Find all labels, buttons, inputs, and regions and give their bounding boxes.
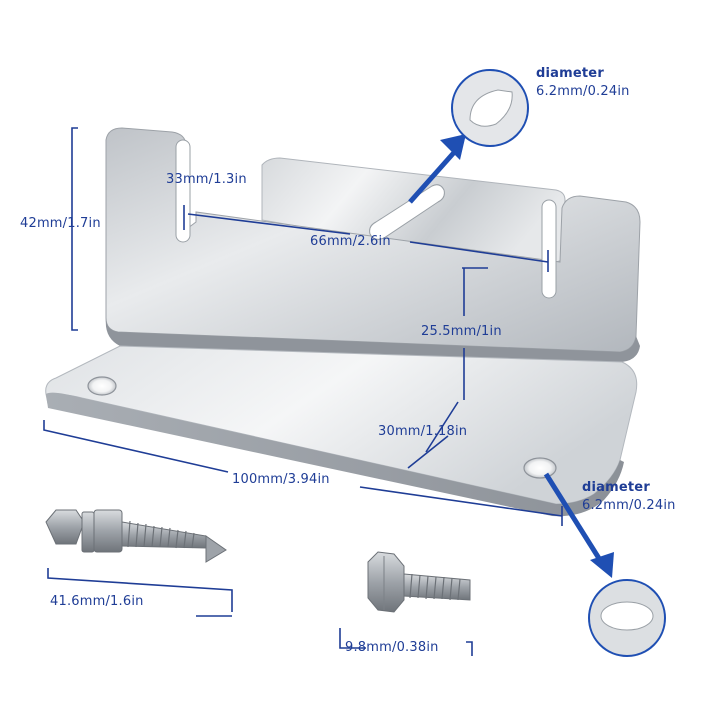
bottom-callout-title: diameter [582, 480, 650, 495]
height-label: 42mm/1.7in [20, 216, 101, 231]
screw-length-label: 41.6mm/1.6in [50, 594, 144, 609]
callout-circle-bottom [588, 579, 666, 657]
callout-arrows [408, 134, 614, 578]
total-length-label: 100mm/3.94in [232, 472, 330, 487]
screw-threads [127, 520, 195, 549]
dimension-lines [43, 127, 563, 656]
right-slot [541, 199, 557, 299]
self-drilling-screw [45, 509, 227, 563]
callout-circle-top [451, 69, 529, 147]
back-height-label: 25.5mm/1in [421, 324, 502, 339]
base-depth-label: 30mm/1.18in [378, 424, 468, 439]
arrow-head-bottom [590, 552, 614, 578]
front-plate [105, 127, 641, 353]
left-slot [175, 139, 191, 243]
top-slot [369, 184, 445, 240]
arrow-head-top [440, 134, 466, 160]
slot-width-label: 33mm/1.3in [166, 172, 247, 187]
top-callout-title: diameter [536, 66, 604, 81]
inner-length-label: 66mm/2.6in [310, 234, 391, 249]
bolt-threads [409, 573, 461, 601]
base-hole-right [523, 457, 557, 479]
bend-edge [105, 318, 641, 362]
base-hole-left [87, 376, 117, 396]
bolt-length-label: 9.8mm/0.38in [345, 640, 439, 655]
hex-bolt [367, 551, 471, 613]
bottom-callout-value: 6.2mm/0.24in [582, 498, 676, 513]
top-callout-value: 6.2mm/0.24in [536, 84, 630, 99]
base-plate [45, 345, 638, 517]
